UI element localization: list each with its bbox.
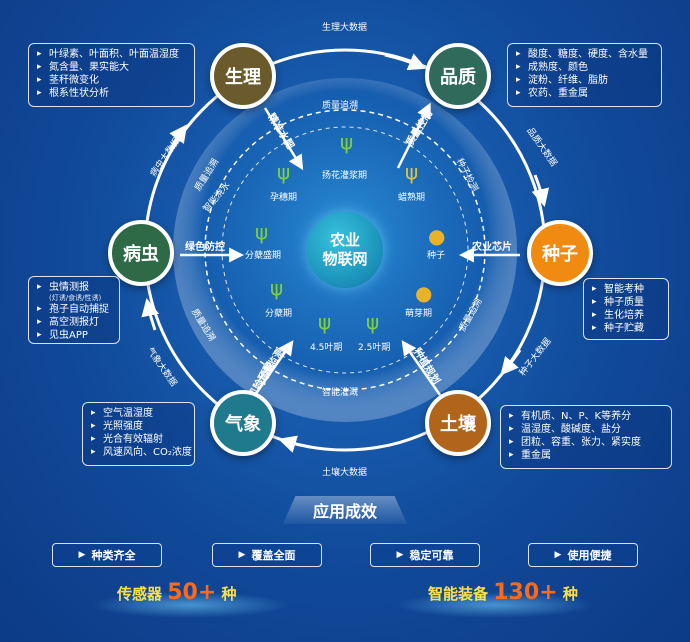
plant-flowering-icon: ψ	[340, 130, 354, 154]
plant-4-5-leaf-icon: ψ	[318, 310, 332, 334]
box-pest-item-text: 虫情测报	[49, 282, 89, 293]
label-smart-irrigation: 智能灌溉	[322, 388, 359, 398]
box-soil-item: 重金属	[509, 449, 663, 462]
label-turang-bigdata: 土壤大数据	[322, 468, 368, 478]
label-ag-chip: 农业芯片	[472, 242, 512, 253]
node-pest[interactable]: 病虫	[108, 220, 174, 286]
ring-arrow-top	[384, 53, 427, 71]
arrow-qixiang-in	[253, 340, 294, 396]
plant-2-5-leaf-icon: ψ	[366, 310, 380, 334]
center-line2: 物联网	[322, 250, 368, 268]
ring-arrow-bottom	[278, 435, 311, 453]
dashed-ring-outer	[204, 109, 486, 391]
box-physiology-item: 茎秆微变化	[37, 74, 186, 87]
box-quality-item: 酸度、糖度、硬度、含水量	[516, 48, 653, 61]
result-pill: ▶ 种类齐全	[52, 543, 162, 567]
node-soil[interactable]: 土壤	[425, 390, 491, 456]
stage-booting: 孕穗期	[270, 193, 298, 203]
box-seed-item: 生化培养	[592, 309, 660, 322]
plant-peak-tillering-icon: ψ	[255, 220, 269, 244]
stage-peak-tillering: 分蘖盛期	[245, 251, 282, 261]
box-seed: 智能考种 种子质量 生化培养 种子贮藏	[583, 278, 669, 340]
result-pill-label: 使用便捷	[567, 549, 612, 562]
plant-waxripe-icon: ψ	[405, 160, 419, 184]
box-soil-item: 团粒、容重、张力、紧实度	[509, 436, 663, 449]
pill-arrow-icon: ▶	[78, 550, 86, 560]
stage-2-5-leaf: 2.5叶期	[358, 343, 391, 353]
pill-arrow-icon: ▶	[396, 550, 404, 560]
pill-arrow-icon: ▶	[554, 550, 562, 560]
center-iot-hub: 农业 物联网	[307, 212, 383, 288]
box-pest-item: 孢子自动捕捉	[37, 303, 111, 316]
center-line1: 农业	[329, 231, 360, 249]
stat-equipment-unit: 种	[562, 585, 578, 603]
stage-tillering: 分蘖期	[265, 309, 293, 319]
box-pest-item: 见虫APP	[37, 329, 111, 342]
box-seed-item: 种子质量	[592, 296, 660, 309]
result-pill: ▶ 使用便捷	[528, 543, 638, 567]
node-quality[interactable]: 品质	[425, 43, 491, 109]
box-pest-item: 高空测报灯	[37, 316, 111, 329]
ring-arrow-right	[531, 174, 550, 207]
label-quality-trace-top: 质量追溯	[322, 101, 359, 111]
box-weather-item: 光照强度	[91, 420, 186, 433]
box-soil-item: 有机质、N、P、K等养分	[509, 410, 663, 423]
arrow-shengli-in	[263, 107, 304, 171]
stage-sprouting: 萌芽期	[405, 309, 433, 319]
stat-equipment-value: 130+	[493, 580, 558, 605]
box-quality-item: 农药、重金属	[516, 87, 653, 100]
seed-icon: ●	[428, 224, 446, 248]
arrow-turang-in	[401, 340, 442, 396]
box-quality: 酸度、糖度、硬度、含水量 成熟度、颜色 淀粉、纤维、脂肪 农药、重金属	[507, 43, 662, 107]
result-pill: ▶ 覆盖全面	[212, 543, 322, 567]
node-seed[interactable]: 种子	[527, 220, 593, 286]
result-pill-label: 种类齐全	[91, 549, 136, 562]
stat-sensors-value: 50+	[167, 580, 217, 605]
box-seed-item: 智能考种	[592, 283, 660, 296]
box-quality-item: 成熟度、颜色	[516, 61, 653, 74]
result-pill-label: 覆盖全面	[251, 549, 296, 562]
stat-sensors-unit: 种	[221, 585, 237, 603]
box-pest-item-sub: (灯诱/食诱/性诱)	[49, 294, 102, 302]
ring-arrow-top-left	[168, 124, 188, 151]
box-soil: 有机质、N、P、K等养分 温湿度、酸碱度、盐分 团粒、容重、张力、紧实度 重金属	[500, 405, 672, 469]
stat-equipment-label: 智能装备	[428, 585, 489, 603]
result-pill-label: 稳定可靠	[409, 549, 454, 562]
stage-seed: 种子	[427, 251, 446, 261]
results-title: 应用成效	[283, 496, 407, 524]
box-quality-item: 淀粉、纤维、脂肪	[516, 74, 653, 87]
equip-glow	[395, 592, 595, 618]
node-weather[interactable]: 气象	[210, 390, 276, 456]
stage-4-5-leaf: 4.5叶期	[310, 343, 343, 353]
sprouting-seed-icon: ●	[415, 281, 433, 305]
result-pill: ▶ 稳定可靠	[370, 543, 480, 567]
box-physiology-item: 叶绿素、叶面积、叶面温湿度	[37, 48, 186, 61]
box-pest-item: 虫情测报(灯诱/食诱/性诱)	[37, 281, 111, 303]
box-weather-item: 风速风向、CO₂浓度	[91, 446, 192, 459]
pill-arrow-icon: ▶	[238, 550, 246, 560]
label-shengli-bigdata: 生理大数据	[322, 23, 368, 33]
box-pest: 虫情测报(灯诱/食诱/性诱) 孢子自动捕捉 高空测报灯 见虫APP	[28, 276, 120, 344]
sensor-glow	[90, 592, 290, 618]
ring-arrow-bottom-right	[500, 349, 522, 376]
box-physiology-item: 氮含量、果实能大	[37, 61, 186, 74]
plant-booting-icon: ψ	[277, 160, 291, 184]
arrow-pinzhi-out	[396, 102, 431, 169]
label-green-control: 绿色防控	[185, 242, 225, 253]
node-physiology[interactable]: 生理	[210, 43, 276, 109]
box-weather-item: 空气温湿度	[91, 407, 186, 420]
stat-sensors-label: 传感器	[117, 585, 163, 603]
stage-waxripe: 蜡熟期	[398, 193, 426, 203]
ring-arrow-left	[141, 297, 160, 331]
box-weather-item: 光合有效辐射	[91, 433, 186, 446]
stat-equipment: 智能装备 130+ 种	[428, 580, 578, 605]
box-physiology: 叶绿素、叶面积、叶面温湿度 氮含量、果实能大 茎秆微变化 根系性状分析	[28, 43, 195, 107]
plant-tillering-icon: ψ	[270, 276, 284, 300]
box-physiology-item: 根系性状分析	[37, 87, 186, 100]
box-soil-item: 温湿度、酸碱度、盐分	[509, 423, 663, 436]
stage-flowering: 扬花灌浆期	[322, 171, 368, 181]
box-seed-item: 种子贮藏	[592, 322, 660, 335]
stat-sensors: 传感器 50+ 种	[117, 580, 237, 605]
box-weather: 空气温湿度 光照强度 光合有效辐射 风速风向、CO₂浓度	[82, 402, 195, 466]
